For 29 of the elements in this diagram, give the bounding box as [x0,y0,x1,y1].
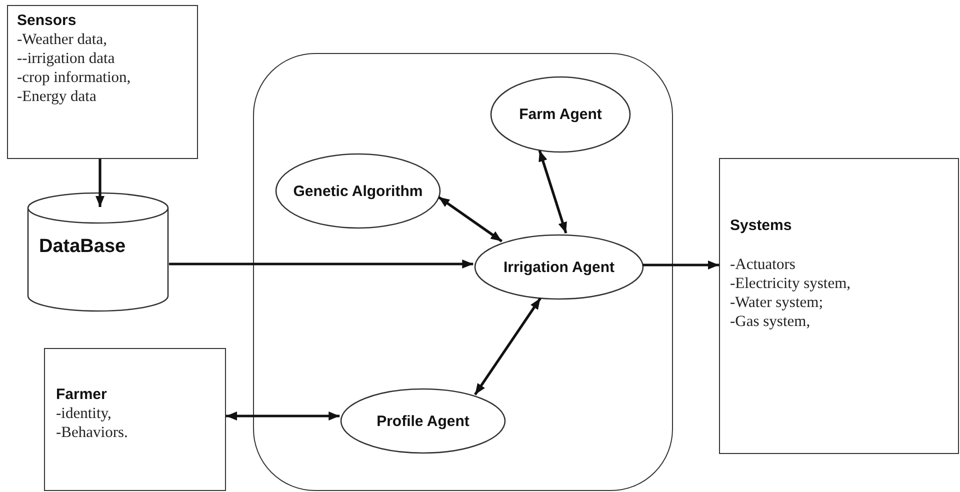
agent-label: Irrigation Agent [503,258,615,276]
database-label: DataBase [39,236,126,257]
list-item: -crop information, [17,68,131,87]
arrow [642,260,719,270]
box-heading: Sensors [17,12,76,30]
arrow [474,298,542,396]
arrow [96,159,104,207]
agent-label: Farm Agent [519,106,602,123]
box-heading: Systems [730,217,792,235]
agent-container [253,53,673,491]
arrow [438,196,503,242]
list-item: -Energy data [17,87,96,106]
farmer-box [44,348,226,491]
list-item: -Electricity system, [730,274,851,293]
list-item: -identity, [56,404,112,423]
agent-label: Profile Agent [376,412,470,430]
list-item: -Gas system, [730,312,810,331]
arrow [169,260,474,268]
list-item: -Behaviors. [56,423,128,442]
arrow [538,150,568,234]
list-item: -Weather data, [17,30,107,49]
arrow [226,412,340,420]
systems-box [719,158,959,454]
list-item: -Water system; [730,293,824,312]
sensor-box [7,5,198,159]
box-heading: Farmer [56,386,107,404]
agent-label: Genetic Algorithm [293,182,423,200]
list-item: --irrigation data [17,49,115,68]
list-item: -Actuators [730,255,796,274]
